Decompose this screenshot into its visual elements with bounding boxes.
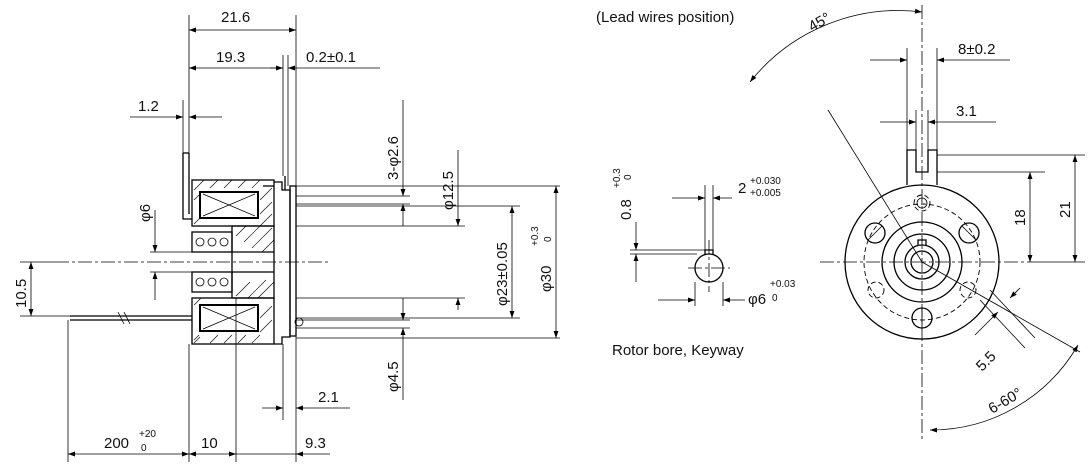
dim-key-depth-tol-lower: 0	[623, 174, 634, 180]
dim-flange-thickness: 1.2	[138, 98, 159, 115]
dim-diameter-12-5: φ12.5	[440, 171, 457, 210]
lower-bearing	[191, 271, 233, 293]
dim-5-5: 5.5	[973, 348, 1000, 375]
dim-key-width-tol-upper: +0.030	[750, 176, 781, 187]
lead-wires-caption: (Lead wires position)	[596, 9, 734, 26]
side-section-view: 21.6 19.3 0.2±0.1 1.2 φ6 10.5	[13, 9, 560, 462]
dim-bore-diameter: φ6	[137, 204, 154, 222]
angle-lead-wires: 45°	[806, 9, 834, 35]
keyway-caption: Rotor bore, Keyway	[612, 342, 744, 359]
dim-key-width: 2	[738, 180, 746, 197]
front-view: (Lead wires position) 45° 8	[596, 5, 1085, 440]
dim-2-1: 2.1	[318, 389, 339, 406]
dim-8: 8±0.2	[958, 41, 995, 58]
dim-diameter-23: φ23±0.05	[494, 242, 511, 306]
upper-bearing	[191, 231, 233, 253]
dim-key-width-tol-lower: +0.005	[750, 188, 781, 199]
dim-diameter-30: φ30	[538, 266, 555, 292]
dim-diameter-30-tol-lower: 0	[543, 236, 554, 242]
dim-key-depth: 0.8	[618, 199, 635, 220]
dim-lead-tol-lower: 0	[141, 443, 147, 454]
dim-9-3: 9.3	[305, 435, 326, 452]
dim-diameter-30-tol-upper: +0.3	[530, 226, 541, 246]
armature-plate	[289, 185, 297, 337]
body-circle	[881, 221, 963, 303]
dim-center-height: 10.5	[13, 279, 30, 308]
shaft-bore	[904, 244, 940, 280]
upper-coil	[199, 191, 259, 219]
dim-3-1: 3.1	[956, 103, 977, 120]
dim-lead-length: 200	[104, 435, 129, 452]
dim-lead-tol-upper: +20	[139, 429, 156, 440]
lower-coil	[199, 304, 259, 332]
outer-flange	[844, 184, 1000, 340]
dim-key-depth-tol-upper: +0.3	[612, 168, 623, 188]
dim-mounting-holes: 3-φ2.6	[385, 136, 402, 180]
dim-overall-length: 21.6	[221, 9, 250, 26]
dim-18: 18	[1012, 209, 1029, 226]
dim-rotor-bore-tol-upper: +0.03	[770, 279, 796, 290]
keyway-detail-view: 0.8 +0.3 0 2 +0.030 +0.005 φ6 +0.03 0 Ro…	[612, 168, 796, 359]
dim-10: 10	[201, 435, 218, 452]
dim-rotor-bore: φ6	[748, 291, 766, 308]
dim-body-length: 19.3	[216, 49, 245, 66]
dim-21: 21	[1057, 201, 1074, 218]
dim-diameter-4-5: φ4.5	[385, 361, 402, 392]
dim-rotor-bore-tol-lower: 0	[772, 293, 778, 304]
dim-plate-gap: 0.2±0.1	[306, 49, 356, 66]
